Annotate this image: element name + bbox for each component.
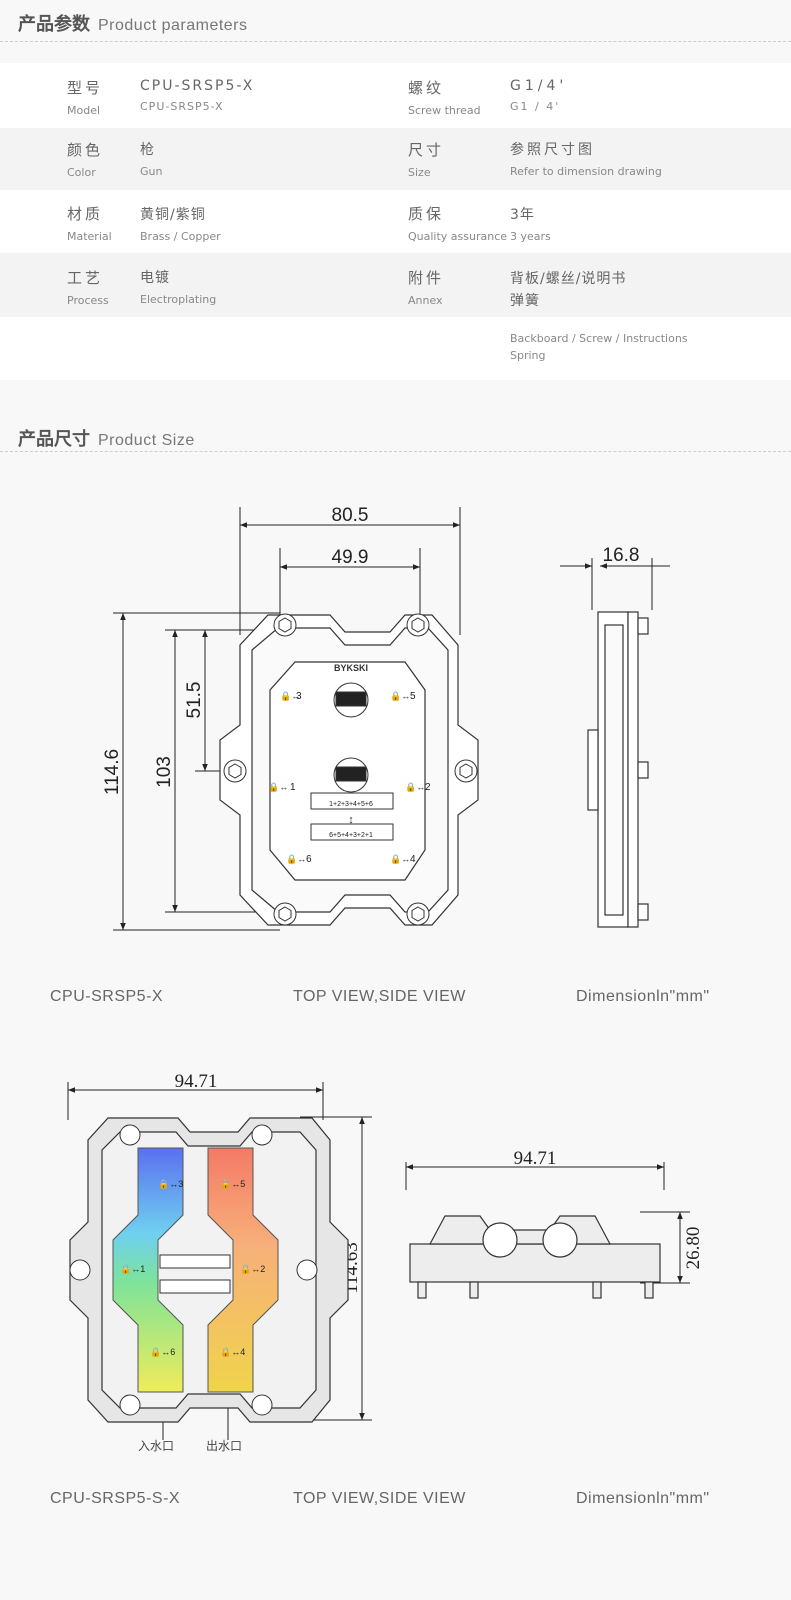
dim-height-total: 114.6 bbox=[102, 749, 123, 795]
caption-view-1: TOP VIEW,SIDE VIEW bbox=[293, 988, 466, 1005]
brand-logo-text: BYKSKI bbox=[334, 663, 368, 673]
dim2-width: 94.71 bbox=[175, 1071, 218, 1092]
param-label-annex: 附件 Annex bbox=[408, 269, 445, 307]
caption-unit-2: Dimensionln"mm" bbox=[576, 1490, 710, 1507]
param-label-model: 型号 Model bbox=[67, 79, 104, 117]
size-title-en: Product Size bbox=[98, 432, 195, 449]
port-label-1: 1 bbox=[290, 782, 296, 793]
size-title-zh: 产品尺寸 bbox=[18, 429, 90, 450]
svg-text:🔒↔2: 🔒↔2 bbox=[240, 1264, 265, 1274]
lock-icon: 🔒↔ bbox=[390, 854, 410, 864]
lock-icon: 🔒↔ bbox=[268, 782, 288, 792]
caption-view-2: TOP VIEW,SIDE VIEW bbox=[293, 1490, 466, 1507]
outlet-label: 出水口 bbox=[206, 1439, 243, 1453]
drawing-top-view-1: 80.5 49.9 114.6 103 51.5 16.8 BYKSKI 1+2… bbox=[102, 505, 670, 931]
dim-width-outer: 80.5 bbox=[332, 505, 369, 526]
svg-text:🔒↔6: 🔒↔6 bbox=[150, 1347, 175, 1357]
divider bbox=[0, 451, 791, 452]
svg-text:🔒↔3: 🔒↔3 bbox=[158, 1179, 183, 1189]
dim-height-half: 51.5 bbox=[184, 682, 205, 719]
param-value-size: 参照尺寸图 Refer to dimension drawing bbox=[510, 142, 662, 178]
svg-text:🔒↔4: 🔒↔4 bbox=[220, 1347, 245, 1357]
dim2-side-width: 94.71 bbox=[514, 1148, 557, 1169]
lock-icon: 🔒↔ bbox=[286, 854, 306, 864]
params-title-zh: 产品参数 bbox=[18, 14, 90, 35]
dim2-side-height: 26.80 bbox=[683, 1227, 704, 1270]
dim-side-thickness: 16.8 bbox=[603, 545, 640, 566]
size-section-title: 产品尺寸 Product Size bbox=[18, 425, 195, 451]
port-label-4: 4 bbox=[410, 854, 416, 865]
param-label-size: 尺寸 Size bbox=[408, 141, 445, 179]
param-row-model bbox=[0, 63, 791, 128]
param-row-process bbox=[0, 253, 791, 317]
param-label-quality: 质保 Quality assurance bbox=[408, 205, 508, 243]
caption-model-2: CPU-SRSP5-S-X bbox=[50, 1490, 181, 1507]
svg-text:🔒↔5: 🔒↔5 bbox=[220, 1179, 245, 1189]
param-value-process: 电镀 Electroplating bbox=[140, 270, 217, 306]
param-value-annex: 背板/螺丝/说明书 弹簧 Backboard / Screw / Instruc… bbox=[510, 271, 688, 362]
swap-arrow-icon: ↕ bbox=[348, 814, 354, 826]
port-label-2: 2 bbox=[425, 782, 431, 793]
drawing-top-view-2: 94.71 114.63 94.71 26.80 🔒↔3 🔒↔5 🔒↔1 🔒↔2… bbox=[67, 1071, 704, 1440]
param-value-material: 黄铜/紫铜 Brass / Copper bbox=[140, 207, 221, 243]
param-row-annex-extra bbox=[0, 317, 791, 380]
param-value-color: 枪 Gun bbox=[140, 142, 163, 178]
caption-unit-1: Dimensionln"mm" bbox=[576, 988, 710, 1005]
param-label-material: 材质 Material bbox=[67, 205, 112, 243]
lock-icon: 🔒↔ bbox=[405, 782, 425, 792]
sequence-label-2: 6+5+4+3+2+1 bbox=[329, 832, 373, 839]
lock-icon: 🔒↔ bbox=[280, 691, 300, 701]
port-label-3: 3 bbox=[296, 691, 302, 702]
svg-text:🔒↔1: 🔒↔1 bbox=[120, 1264, 145, 1274]
divider bbox=[0, 41, 791, 42]
param-value-quality: 3年 3 years bbox=[510, 207, 551, 243]
dim-width-inner: 49.9 bbox=[332, 547, 369, 568]
inlet-label: 入水口 bbox=[138, 1439, 175, 1453]
param-row-material bbox=[0, 190, 791, 253]
param-label-process: 工艺 Process bbox=[67, 269, 109, 307]
sequence-label-1: 1+2+3+4+5+6 bbox=[329, 801, 373, 808]
param-label-color: 颜色 Color bbox=[67, 141, 104, 179]
param-value-thread: G1/4' G1 / 4' bbox=[510, 78, 568, 113]
caption-model-1: CPU-SRSP5-X bbox=[50, 988, 164, 1005]
dim-height-holes: 103 bbox=[154, 756, 175, 788]
port-label-5: 5 bbox=[410, 691, 416, 702]
lock-icon: 🔒↔ bbox=[390, 691, 410, 701]
port-label-6: 6 bbox=[306, 854, 312, 865]
param-row-color bbox=[0, 128, 791, 190]
param-label-thread: 螺纹 Screw thread bbox=[408, 79, 481, 117]
params-title-en: Product parameters bbox=[98, 17, 248, 34]
params-section-title: 产品参数 Product parameters bbox=[18, 10, 248, 36]
param-value-model: CPU-SRSP5-X CPU-SRSP5-X bbox=[140, 78, 255, 113]
